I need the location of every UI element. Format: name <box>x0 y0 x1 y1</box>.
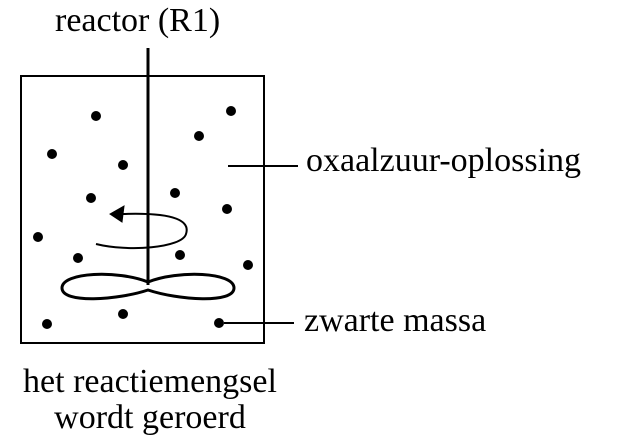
stirrer-paddle <box>60 272 236 301</box>
particle <box>243 260 253 270</box>
particle <box>194 131 204 141</box>
particle <box>42 319 52 329</box>
particle <box>91 111 101 121</box>
particles <box>33 106 253 329</box>
particle <box>73 253 83 263</box>
caption-line-1: het reactiemengsel <box>23 363 277 400</box>
particle <box>86 193 96 203</box>
reactor-title: reactor (R1) <box>55 2 221 39</box>
black-mass-label: zwarte massa <box>304 302 487 339</box>
particle <box>118 309 128 319</box>
particle <box>222 204 232 214</box>
reactor-vessel <box>20 75 265 344</box>
particle <box>175 250 185 260</box>
solution-label: oxaalzuur-oplossing <box>306 142 582 179</box>
particle <box>47 149 57 159</box>
rotation-arrowhead <box>109 205 125 223</box>
rotation-arrow <box>95 212 188 250</box>
particle <box>118 160 128 170</box>
particle <box>170 188 180 198</box>
particle <box>214 318 224 328</box>
caption: het reactiemengsel wordt geroerd <box>0 364 300 436</box>
caption-line-2: wordt geroerd <box>54 399 246 436</box>
particle <box>226 106 236 116</box>
particle <box>33 232 43 242</box>
